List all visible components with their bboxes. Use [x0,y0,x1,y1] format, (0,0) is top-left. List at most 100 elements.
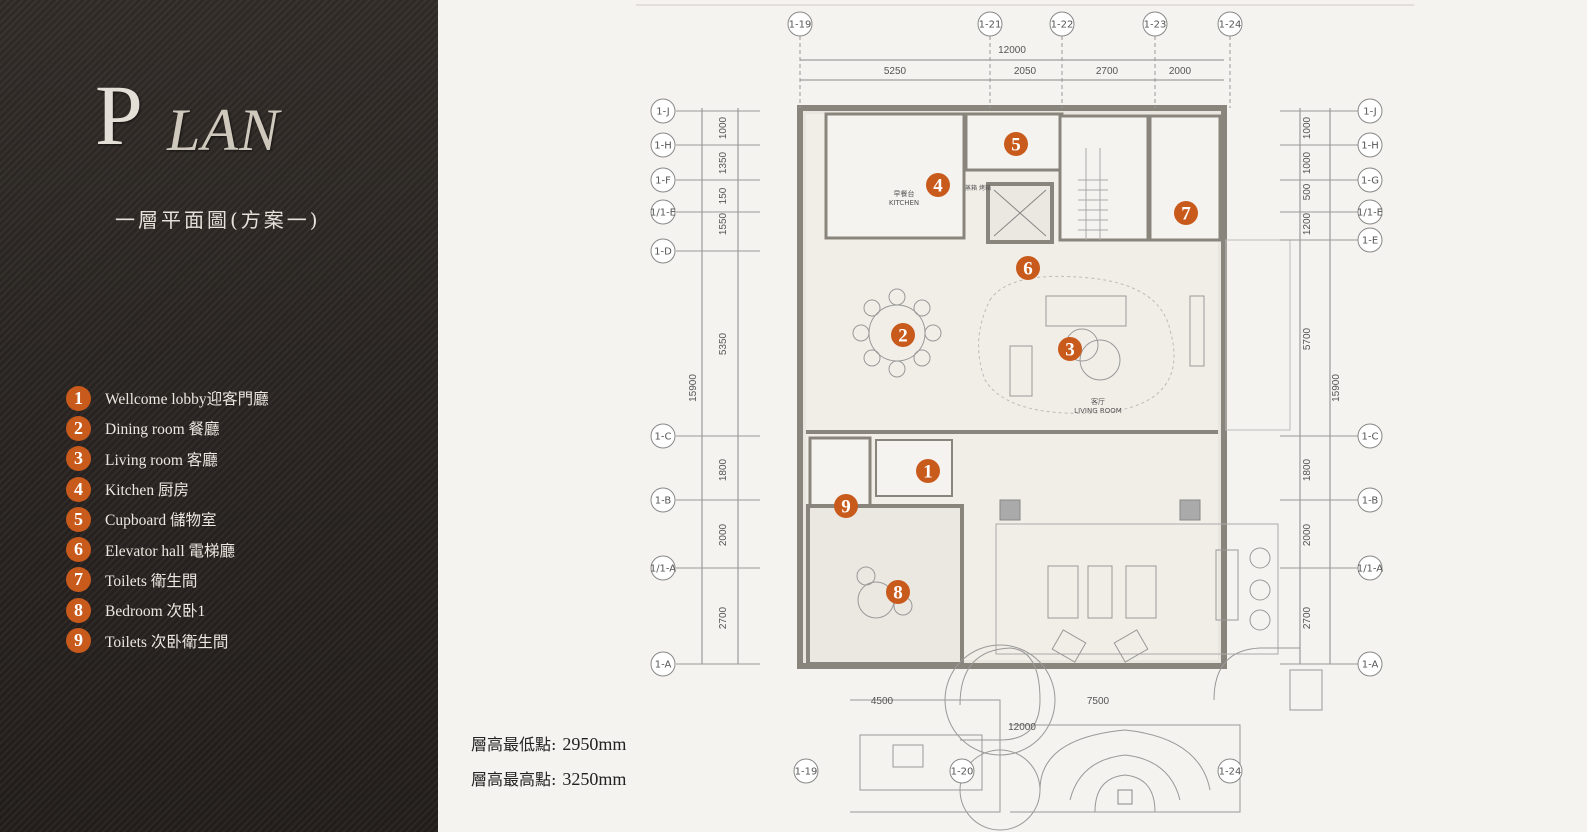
room-marker-number: 8 [893,583,903,604]
grid-bubble-right: 1/1-A [1357,555,1383,581]
grid-bubble-left: 1-D [650,238,676,264]
dimension-left: 5350 [718,332,729,355]
min-height-label: 層高最低點: [471,735,557,754]
dimension-right: 2000 [1302,523,1313,546]
legend-item: 3 Living room 客廳 [66,444,269,474]
dimension-right: 1000 [1302,116,1313,139]
legend-number: 1 [66,385,91,411]
grid-bubble-left: 1-B [650,487,676,513]
grid-bubble-top: 1-22 [1049,11,1075,37]
grid-axis-label: 1-23 [1144,20,1167,31]
grid-bubble-top: 1-24 [1217,11,1243,37]
living-caption-cn: 客厅 [1091,397,1105,406]
dimension-right: 1800 [1302,458,1313,481]
oven-caption: 蒸箱 烤箱 [965,184,991,192]
grid-bubble-right: 1-A [1357,651,1383,677]
dimension-right: 1000 [1302,151,1313,174]
grid-axis-label: 1-J [1363,107,1376,118]
grid-axis-label: 1-F [655,176,671,187]
dimension-right: 2700 [1302,606,1313,629]
max-height-row: 層高最高點:3250mm [471,762,626,797]
room-marker-4: 4 [926,173,950,197]
floor-plan-drawing: 1-19 1-21 1-22 1-23 1-24 1-J 1-H 1-F 1/1-E 1-D 1-… [636,4,1414,831]
dimension-right: 500 [1302,183,1313,200]
room-marker-9: 9 [834,494,858,518]
dimension-left: 2700 [718,606,729,629]
grid-bubble-right: 1-C [1357,423,1383,449]
grid-bubble-left: 1-C [650,423,676,449]
legend-label: Dining room 餐廳 [105,421,220,439]
plan-subtitle: 一層平面圖(方案一) [115,208,321,232]
grid-axis-label: 1-E [1362,236,1378,247]
grid-axis-label: 1-20 [951,767,974,778]
grid-bubble-right: 1-B [1357,487,1383,513]
grid-axis-label: 1-C [655,432,672,443]
room-marker-2: 2 [891,323,915,347]
plan-title: P LAN [95,72,335,182]
grid-axis-label: 1-19 [789,20,812,31]
grid-axis-label: 1-B [1362,496,1379,507]
dimension-bottom: 12000 [1008,722,1036,733]
dimension-left: 1800 [718,458,729,481]
grid-axis-label: 1-24 [1219,767,1242,778]
room-marker-1: 1 [916,459,940,483]
grid-axis-label: 1/1-E [650,208,676,219]
grid-axis-label: 1-22 [1051,20,1074,31]
grid-bubble-right: 1-J [1357,98,1383,124]
grid-bubble-left: 1-J [650,98,676,124]
grid-bubble-right: 1-E [1357,227,1383,253]
legend-label: Elevator hall 電梯廳 [105,542,235,560]
room-marker-number: 3 [1065,340,1075,361]
legend-number: 7 [66,567,91,593]
room-marker-number: 7 [1181,204,1191,225]
grid-axis-label: 1/1-E [1357,208,1383,219]
grid-axis-label: 1-G [1361,176,1379,187]
dimension-left-total: 15900 [688,374,699,402]
room-marker-number: 1 [923,462,933,483]
grid-bubble-top: 1-21 [977,11,1003,37]
room-marker-number: 4 [933,176,943,197]
legend-label: Toilets 次卧衛生間 [105,633,229,651]
grid-bubble-top: 1-19 [787,11,813,37]
dimension-top: 2000 [1169,66,1192,77]
grid-bubble-left: 1/1-E [650,199,676,225]
dimension-left: 1350 [718,151,729,174]
legend-number: 9 [66,628,91,654]
grid-axis-label: 1-B [655,496,672,507]
grid-axis-label: 1-21 [979,20,1002,31]
legend-number: 3 [66,446,91,472]
dimension-total-top: 12000 [998,45,1026,56]
dimension-right: 1200 [1302,212,1313,235]
legend-number: 8 [66,597,91,623]
grid-bubble-bottom: 1-20 [949,758,975,784]
grid-axis-label: 1-D [654,247,672,258]
max-height-label: 層高最高點: [471,770,557,789]
legend-number: 4 [66,476,91,502]
grid-bubble-right: 1/1-E [1357,199,1383,225]
legend-item: 7 Toilets 衛生間 [66,565,269,595]
dimension-top: 2700 [1096,66,1119,77]
grid-axis-label: 1-24 [1219,20,1242,31]
grid-bubble-left: 1/1-A [650,555,676,581]
dimension-top: 5250 [884,66,907,77]
room-marker-7: 7 [1174,201,1198,225]
grid-axis-label: 1-H [654,141,672,152]
grid-bubble-left: 1-H [650,132,676,158]
legend-label: Living room 客廳 [105,451,218,469]
legend-item: 6 Elevator hall 電梯廳 [66,534,269,564]
grid-axis-label: 1-J [656,107,669,118]
grid-axis-label: 1-H [1361,141,1379,152]
dimension-left: 2000 [718,523,729,546]
legend-label: Toilets 衛生間 [105,572,198,590]
grid-bubble-left: 1-F [650,167,676,193]
legend-number: 6 [66,537,91,563]
dimension-left: 1000 [718,116,729,139]
room-marker-6: 6 [1016,256,1040,280]
